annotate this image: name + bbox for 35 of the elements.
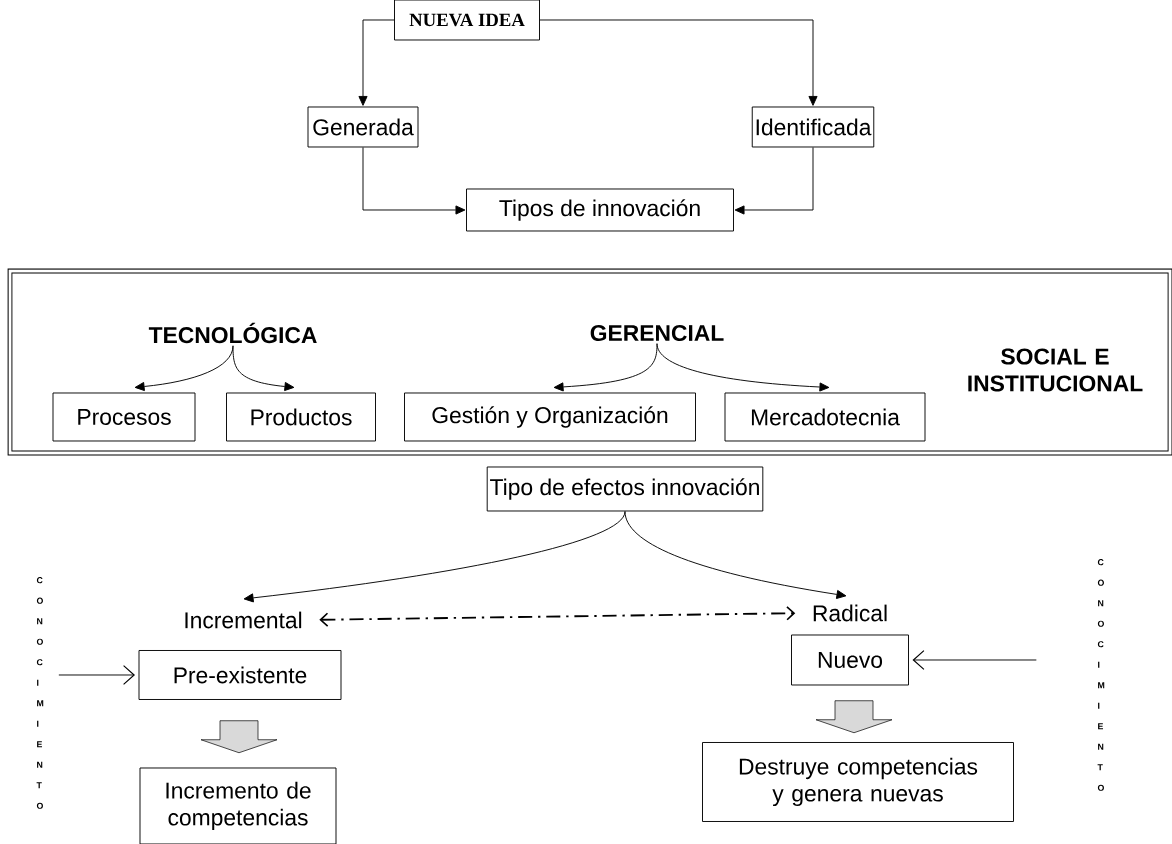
vertical-label: C O N O C I M I E N T O — [36, 577, 44, 809]
title-box: NUEVA IDEA — [394, 0, 540, 41]
arrow — [358, 19, 395, 106]
process-box: Tipo de efectos innovación — [486, 466, 764, 512]
category-band — [7, 268, 1172, 456]
type-label: Radical — [813, 604, 887, 622]
arrow — [912, 650, 1037, 670]
arrow — [243, 511, 626, 603]
process-box: Tipos de innovación — [466, 188, 734, 232]
arrow — [656, 343, 830, 392]
block-arrow — [815, 700, 893, 734]
process-box: Nuevo — [791, 634, 909, 686]
category-heading: GERENCIAL — [590, 324, 724, 342]
arrow — [624, 511, 847, 599]
arrow — [362, 147, 466, 215]
process-box: Procesos — [52, 392, 196, 442]
type-label: Incremental — [185, 611, 302, 629]
block-arrow — [200, 720, 278, 754]
process-box: Productos — [226, 392, 376, 442]
process-box: Pre-existente — [138, 650, 342, 700]
process-box: Mercadotecnia — [724, 392, 926, 442]
category-heading: TECNOLÓGICA — [148, 322, 317, 344]
process-box: Identificada — [751, 106, 875, 148]
arrow — [232, 345, 295, 392]
arrow — [539, 19, 818, 106]
process-box: Incremento de competencias — [139, 767, 337, 844]
arrow — [734, 147, 814, 215]
arrow — [319, 606, 796, 627]
category-heading: SOCIAL E INSTITUCIONAL — [968, 348, 1143, 392]
process-box: Generada — [307, 106, 419, 148]
arrow — [553, 343, 658, 392]
process-box: Destruye competencias y genera nuevas — [702, 742, 1014, 822]
vertical-label: C O N O C I M I E N T O — [1097, 559, 1105, 791]
arrow — [58, 665, 136, 685]
process-box: Gestión y Organización — [404, 392, 696, 442]
